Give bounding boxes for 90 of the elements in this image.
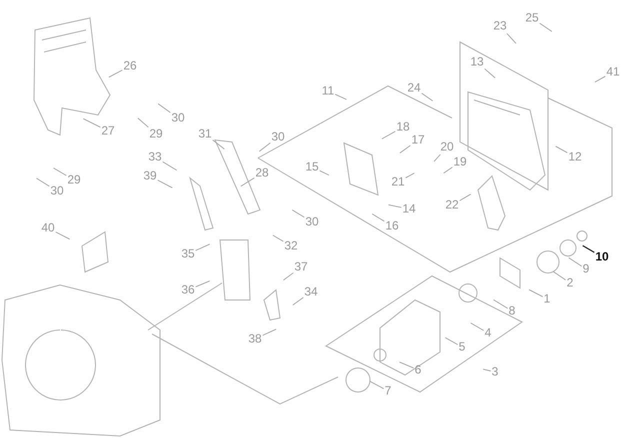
callout-number: 30 [171,112,185,124]
leader-line [444,337,458,346]
leader-line [582,245,595,253]
leader-line [262,328,277,336]
callout-number: 6 [414,364,422,376]
callout-number: 9 [582,262,590,276]
callout-number: 24 [407,82,421,94]
callout-number: 16 [385,220,399,232]
leader-line [53,168,67,176]
callout-number: 23 [493,20,507,32]
leader-line [484,68,496,78]
callout-number: 13 [470,56,484,68]
callout-number: 38 [248,332,262,346]
callout-number: 17 [411,134,425,146]
leader-line [493,299,508,309]
leader-line [539,22,552,32]
callout-number: 25 [525,12,539,24]
callout-number: 33 [148,150,162,164]
callout-number: 12 [568,150,582,164]
leader-line [212,140,225,150]
callout-number: 35 [181,248,195,260]
callout-number: 26 [123,60,137,72]
leader-line [240,177,255,187]
callout-number: 34 [304,286,318,298]
leader-line [162,161,178,171]
callout-number: 30 [271,130,285,144]
leader-line [506,33,516,44]
leader-line [399,145,411,154]
callout-number: 37 [294,260,308,274]
callout-number: 10 [595,250,609,264]
leader-line [552,271,566,280]
leader-line [195,280,210,288]
leader-line [369,380,384,390]
leader-line [399,362,414,369]
callout-number: 3 [492,366,498,378]
callout-number: 15 [305,160,319,174]
leader-line [372,213,385,222]
leader-line [528,289,544,298]
callout-number: 7 [384,384,392,398]
callout-number: 27 [101,124,115,138]
leader-line [334,94,347,100]
leader-line [158,103,171,113]
callout-number: 18 [396,120,410,134]
leader-line [482,368,492,372]
callout-number: 1 [544,292,550,306]
callout-number: 41 [606,66,620,78]
leader-line [157,180,173,188]
leader-line [470,322,484,331]
callout-number: 22 [445,198,459,212]
callout-number: 29 [149,128,163,140]
callout-number: 39 [143,170,157,182]
callout-number: 32 [284,240,298,252]
leader-line [555,146,568,154]
leader-line [434,154,441,162]
leader-line [381,130,396,140]
callout-number: 28 [255,166,269,180]
callout-number: 36 [181,284,195,296]
leader-line [137,118,149,128]
callout-number: 19 [453,156,467,168]
callout-number: 5 [458,340,466,354]
callout-number: 20 [440,140,454,154]
callout-number: 29 [67,174,81,186]
leader-line [405,172,415,178]
leader-line [108,70,123,78]
leader-line [319,170,330,176]
leader-line [568,257,582,267]
callout-number: 30 [305,216,319,228]
leader-line [443,166,453,174]
leader-line [55,232,70,240]
leader-line [258,142,271,152]
callout-number: 40 [41,222,55,234]
callout-number: 21 [391,176,405,188]
callout-number: 30 [50,184,64,198]
callout-number: 4 [484,326,492,340]
leader-line [292,297,304,306]
leader-line [195,244,210,251]
callout-number: 2 [566,276,574,290]
leader-line [594,76,606,83]
leader-line [36,178,50,187]
callout-number: 11 [322,84,334,98]
leader-line [388,204,402,208]
leader-line [459,194,472,202]
callout-number: 8 [508,304,516,318]
callout-number: 31 [198,128,212,140]
leader-line [272,234,284,242]
leader-line [292,209,305,218]
leader-line [283,272,294,281]
leader-line [82,118,101,128]
leader-line [421,92,434,102]
callout-number: 14 [402,202,416,216]
